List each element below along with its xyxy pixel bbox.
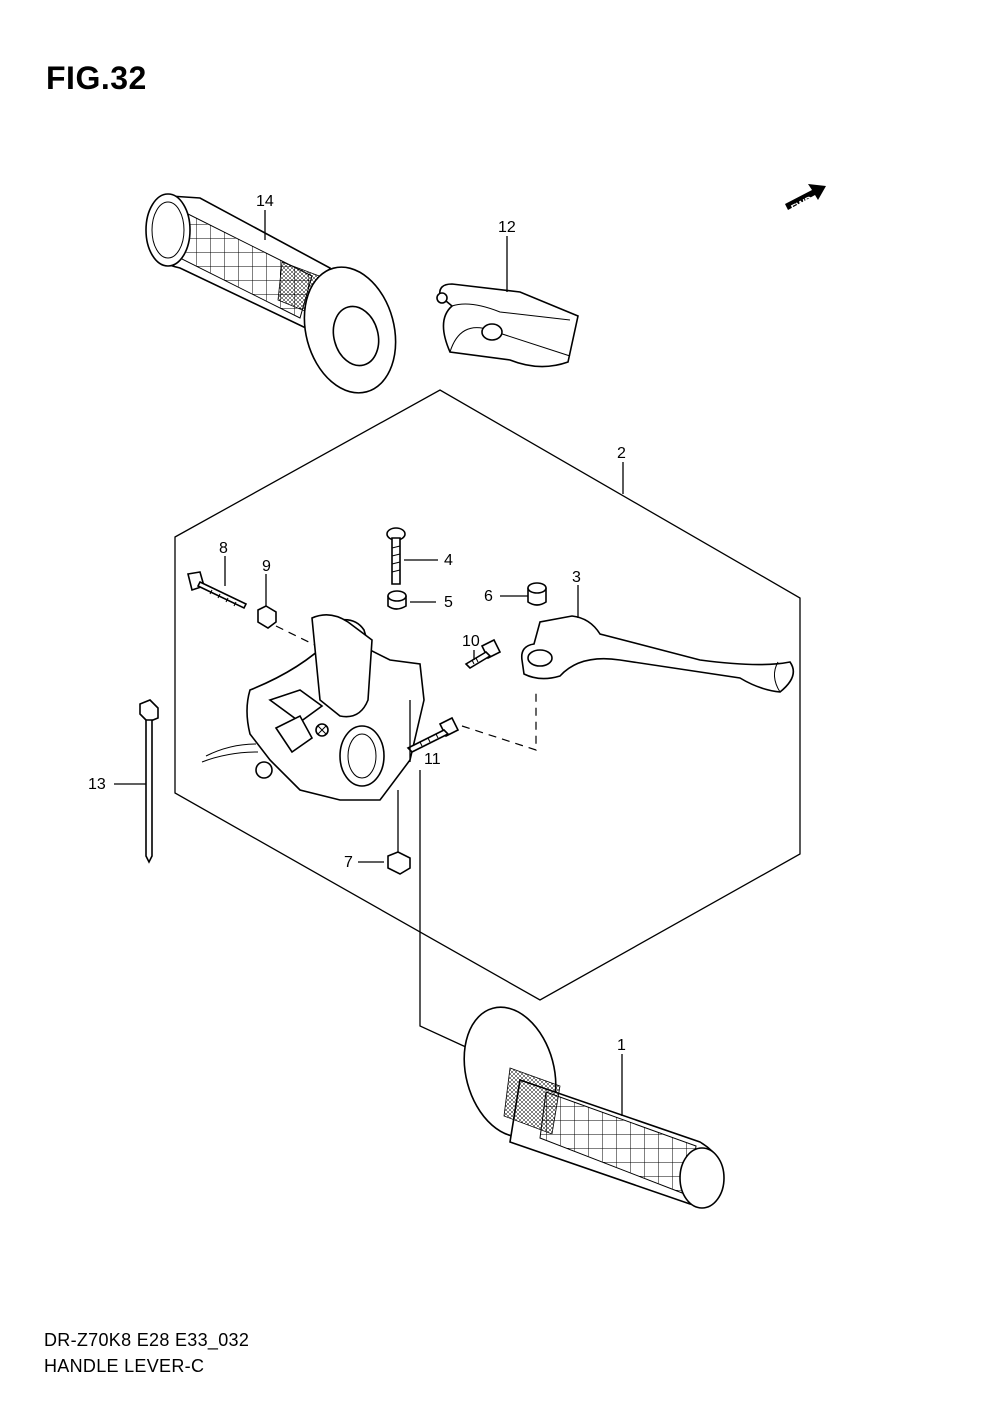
callout-3: 3 bbox=[572, 569, 581, 586]
callout-8: 8 bbox=[219, 540, 228, 557]
assembly-outline bbox=[174, 389, 801, 1001]
lever-bracket-assembly bbox=[201, 614, 425, 801]
collar-part-6 bbox=[527, 582, 547, 606]
left-grip-part-14 bbox=[145, 193, 397, 394]
callout-1: 1 bbox=[617, 1037, 626, 1054]
callout-9: 9 bbox=[262, 558, 271, 575]
callout-11: 11 bbox=[424, 751, 441, 768]
callout-4: 4 bbox=[444, 552, 453, 569]
fwd-arrow-icon: FWD bbox=[785, 184, 826, 215]
callout-2: 2 bbox=[617, 445, 626, 462]
callout-7: 7 bbox=[344, 854, 353, 871]
figure-title: FIG.32 bbox=[46, 60, 147, 96]
callout-5: 5 bbox=[444, 594, 453, 611]
dashed-guide-lever bbox=[461, 690, 537, 751]
nut-part-9 bbox=[257, 605, 277, 629]
bolt-part-8 bbox=[187, 571, 248, 610]
callout-12: 12 bbox=[498, 219, 516, 236]
screw-part-11 bbox=[406, 716, 460, 753]
nut-part-7 bbox=[387, 851, 411, 875]
cable-tie-part-13 bbox=[139, 699, 159, 864]
callout-10: 10 bbox=[462, 633, 480, 650]
callout-6: 6 bbox=[484, 588, 493, 605]
right-grip-part-1 bbox=[463, 1006, 725, 1209]
section-name: HANDLE LEVER-C bbox=[44, 1356, 205, 1376]
callout-14: 14 bbox=[256, 193, 274, 210]
clutch-lever-part-3 bbox=[520, 615, 795, 693]
lever-cover-part-12 bbox=[436, 283, 579, 368]
svg-text:FWD: FWD bbox=[790, 195, 815, 215]
screw-part-4 bbox=[386, 527, 406, 585]
screw-part-10 bbox=[464, 638, 502, 670]
callout-13: 13 bbox=[88, 776, 106, 793]
washer-part-5 bbox=[387, 590, 407, 610]
guide-bracket-to-grip bbox=[419, 770, 469, 1049]
model-code: DR-Z70K8 E28 E33_032 bbox=[44, 1330, 250, 1350]
